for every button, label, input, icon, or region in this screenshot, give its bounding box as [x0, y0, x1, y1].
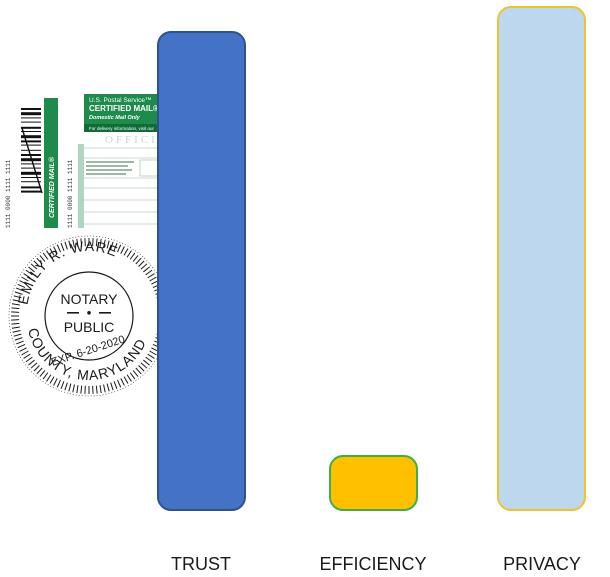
seal-public-text: PUBLIC: [64, 319, 115, 335]
certified-side-text: CERTIFIED MAIL®: [48, 156, 56, 218]
privacy-bar: [497, 6, 586, 511]
certified-mail-label-graphic: 1111 0000 1111 1111 1111 0000 1111 1111 …: [0, 88, 170, 238]
notary-seal-graphic: EMILY R. WARE COUNTY, MARYLAND NOTARY PU…: [8, 235, 170, 397]
efficiency-bar: [329, 455, 418, 511]
postal-info-line: For delivery information, visit our: [89, 126, 155, 131]
green-side-band: [44, 98, 58, 228]
form-checkbox-rows: [86, 161, 134, 175]
document-collage: 1111 0000 1111 1111 1111 0000 1111 1111 …: [0, 88, 170, 418]
seal-tick-ring: [11, 238, 167, 394]
side-digits-1: 1111 0000 1111 1111: [5, 159, 12, 228]
privacy-label: PRIVACY: [503, 554, 581, 574]
postal-watermark: OFFICI: [105, 134, 158, 146]
certified-mail-label: 1111 0000 1111 1111 1111 0000 1111 1111 …: [0, 88, 170, 238]
side-digits-3: 1111 0000 1111 1111: [67, 159, 74, 228]
postal-header-line3: Domestic Mail Only: [89, 115, 141, 121]
seal-divider: [67, 311, 111, 315]
seal-notary-text: NOTARY: [60, 291, 118, 307]
trust-label: TRUST: [171, 554, 231, 574]
trust-bar: [157, 31, 246, 511]
notary-seal: EMILY R. WARE COUNTY, MARYLAND NOTARY PU…: [5, 208, 170, 413]
postal-header-line2: CERTIFIED MAIL® R: [89, 104, 167, 113]
postal-header-line1: U.S. Postal Service™: [89, 97, 152, 104]
barcode: [20, 106, 43, 216]
efficiency-label: EFFICIENCY: [319, 554, 427, 574]
form-lines: [84, 147, 170, 225]
green-header-block: [84, 94, 170, 124]
